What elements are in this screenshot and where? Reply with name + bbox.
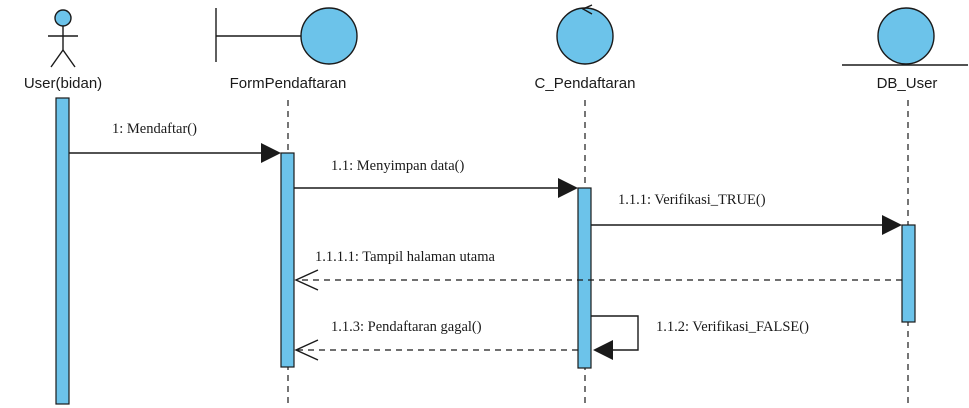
message-label: 1: Mendaftar(): [112, 121, 197, 137]
control-icon: [556, 4, 614, 65]
message-1-1-3[interactable]: 1.1.3: Pendaftaran gagal(): [294, 319, 578, 361]
message-1[interactable]: 1: Mendaftar(): [69, 121, 281, 163]
filled-arrowhead-icon: [558, 178, 578, 198]
activation-ctrl[interactable]: [577, 187, 592, 369]
activation-user[interactable]: [55, 97, 70, 405]
open-arrowhead-icon: [294, 339, 319, 361]
participant-name: DB_User: [877, 75, 938, 92]
actor-icon: [48, 9, 78, 68]
open-arrowhead-icon: [294, 269, 319, 291]
participant-db[interactable]: DB_User: [842, 7, 968, 92]
message-label: 1.1.3: Pendaftaran gagal(): [331, 319, 482, 335]
participant-user[interactable]: User(bidan): [24, 9, 102, 92]
participant-form[interactable]: FormPendaftaran: [215, 7, 358, 92]
message-label: 1.1.2: Verifikasi_FALSE(): [656, 319, 809, 335]
message-1-1[interactable]: 1.1: Menyimpan data(): [294, 158, 578, 198]
filled-arrowhead-icon: [882, 215, 902, 235]
entity-icon: [842, 7, 968, 66]
self-call-line: [591, 315, 639, 351]
message-label: 1.1: Menyimpan data(): [331, 158, 464, 174]
message-1-1-1-1[interactable]: 1.1.1.1: Tampil halaman utama: [294, 249, 902, 291]
activation-db[interactable]: [901, 224, 916, 323]
participant-name: FormPendaftaran: [230, 75, 347, 92]
message-label: 1.1.1: Verifikasi_TRUE(): [618, 192, 766, 208]
message-label: 1.1.1.1: Tampil halaman utama: [315, 249, 495, 265]
participant-name: C_Pendaftaran: [535, 75, 636, 92]
message-1-1-1[interactable]: 1.1.1: Verifikasi_TRUE(): [591, 192, 902, 235]
activation-form[interactable]: [280, 152, 295, 368]
filled-arrowhead-icon: [593, 340, 613, 360]
participant-ctrl[interactable]: C_Pendaftaran: [535, 4, 636, 92]
filled-arrowhead-icon: [261, 143, 281, 163]
participant-name: User(bidan): [24, 75, 102, 92]
boundary-icon: [215, 7, 358, 65]
message-1-1-2[interactable]: 1.1.2: Verifikasi_FALSE(): [591, 315, 809, 360]
